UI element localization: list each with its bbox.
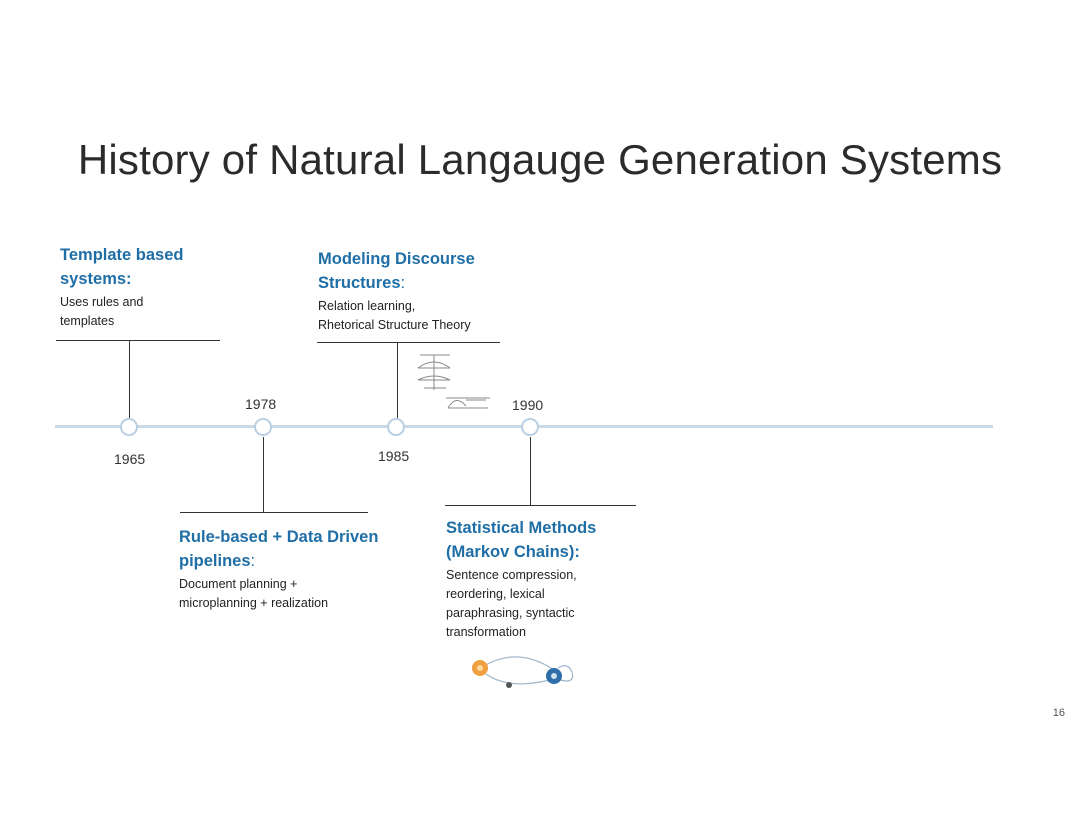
connector-1965 <box>129 340 130 418</box>
rhetorical-structure-tree-icon <box>417 354 490 409</box>
event-box-template-based: Template based systems: Uses rules and t… <box>60 243 230 331</box>
event-heading: Template based systems: <box>60 246 184 288</box>
callout-overline-1990 <box>445 505 636 506</box>
timeline-node-1978 <box>254 418 272 436</box>
event-description: Uses rules and templates <box>60 295 144 328</box>
event-heading: Rule-based + Data Driven pipelines: <box>179 528 379 570</box>
slide-title: History of Natural Langauge Generation S… <box>77 136 1003 183</box>
event-description: Relation learning, Rhetorical Structure … <box>318 299 471 332</box>
page-number: 16 <box>1052 707 1065 719</box>
event-box-discourse: Modeling Discourse Structures: Relation … <box>318 247 518 335</box>
year-label-1978: 1978 <box>245 396 277 412</box>
event-description: Sentence compression, reordering, lexica… <box>446 568 577 639</box>
event-box-rule-based: Rule-based + Data Driven pipelines: Docu… <box>179 525 379 613</box>
markov-chain-icon <box>472 656 574 688</box>
callout-overline-1978 <box>180 512 368 513</box>
event-heading: Modeling Discourse Structures: <box>318 250 475 292</box>
connector-1990 <box>530 437 531 505</box>
timeline-node-1990 <box>521 418 539 436</box>
connector-1978 <box>263 437 264 513</box>
event-box-statistical: Statistical Methods (Markov Chains): Sen… <box>446 516 636 642</box>
timeline-node-1965 <box>120 418 138 436</box>
connector-1985 <box>397 342 398 418</box>
year-label-1990: 1990 <box>512 397 544 413</box>
callout-underline-1985 <box>317 342 500 343</box>
year-label-1965: 1965 <box>114 451 146 467</box>
event-heading: Statistical Methods (Markov Chains): <box>446 519 597 561</box>
timeline-node-1985 <box>387 418 405 436</box>
event-description: Document planning + microplanning + real… <box>179 577 329 610</box>
year-label-1985: 1985 <box>378 448 410 464</box>
callout-underline-1965 <box>56 340 220 341</box>
